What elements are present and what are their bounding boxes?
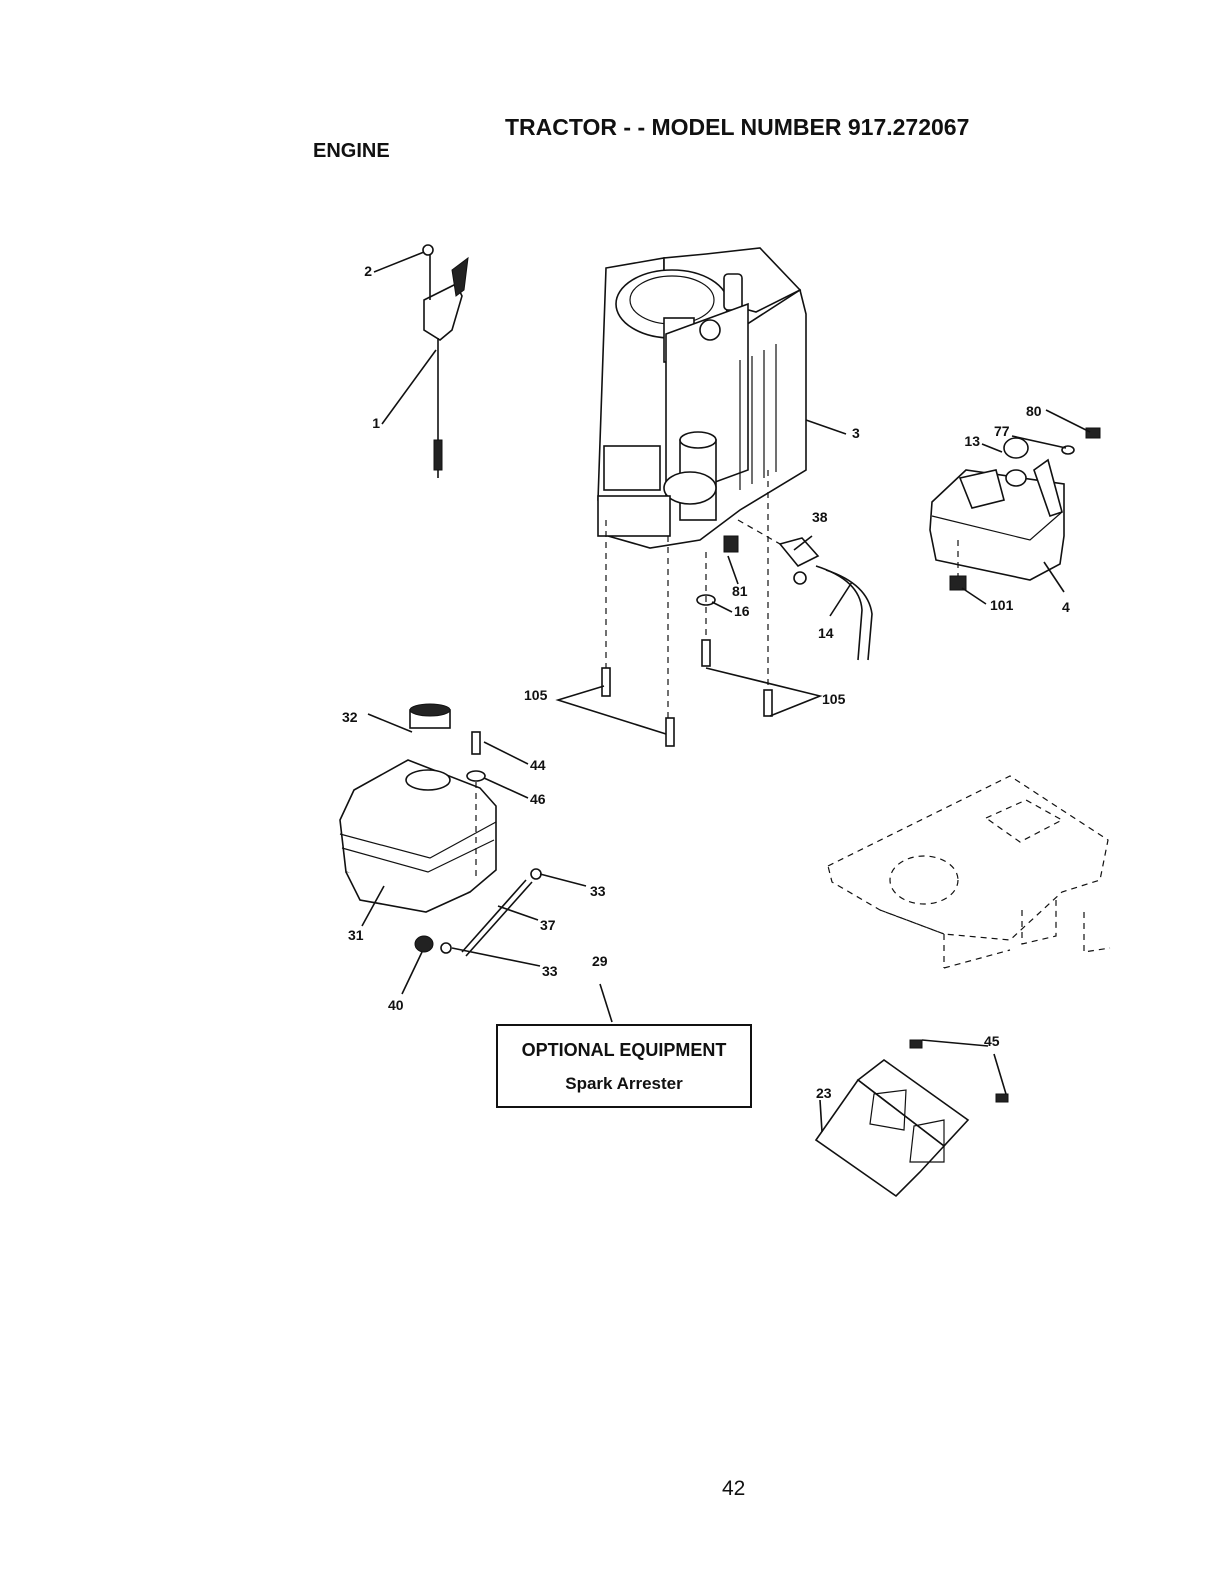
part-label-14: 14: [818, 625, 834, 641]
part-label-1: 1: [372, 415, 380, 431]
part-label-101: 101: [990, 597, 1014, 613]
part-label-81: 81: [732, 583, 748, 599]
part-label-16: 16: [734, 603, 750, 619]
part-label-13: 13: [964, 433, 980, 449]
optional-equipment-box: OPTIONAL EQUIPMENT Spark Arrester: [496, 1024, 752, 1108]
part-label-33a: 33: [590, 883, 606, 899]
part-label-23: 23: [816, 1085, 832, 1101]
part-label-37: 37: [540, 917, 556, 933]
part-label-45: 45: [984, 1033, 1000, 1049]
part-label-29: 29: [592, 953, 608, 969]
part-label-77: 77: [994, 423, 1010, 439]
part-label-3: 3: [852, 425, 860, 441]
engine-drawing: [598, 248, 806, 548]
chassis-drawing: [828, 776, 1110, 968]
part-label-4: 4: [1062, 599, 1070, 615]
fuel-filter-drawing: [697, 520, 872, 660]
part-label-80: 80: [1026, 403, 1042, 419]
part-label-105b: 105: [822, 691, 846, 707]
part-label-33b: 33: [542, 963, 558, 979]
part-label-32: 32: [342, 709, 358, 725]
optional-equipment-title: OPTIONAL EQUIPMENT: [498, 1040, 750, 1061]
muffler-drawing: [930, 428, 1100, 590]
part-label-2: 2: [364, 263, 372, 279]
fuel-tank-drawing: [340, 704, 541, 956]
part-label-31: 31: [348, 927, 364, 943]
part-label-38: 38: [812, 509, 828, 525]
part-label-105a: 105: [524, 687, 548, 703]
part-label-40: 40: [388, 997, 404, 1013]
optional-equipment-item: Spark Arrester: [498, 1074, 750, 1094]
page-number: 42: [722, 1477, 745, 1501]
throttle-bracket-drawing: [423, 245, 468, 478]
part-label-46: 46: [530, 791, 546, 807]
spark-arrester-drawing: [816, 1040, 1008, 1196]
part-label-44: 44: [530, 757, 546, 773]
